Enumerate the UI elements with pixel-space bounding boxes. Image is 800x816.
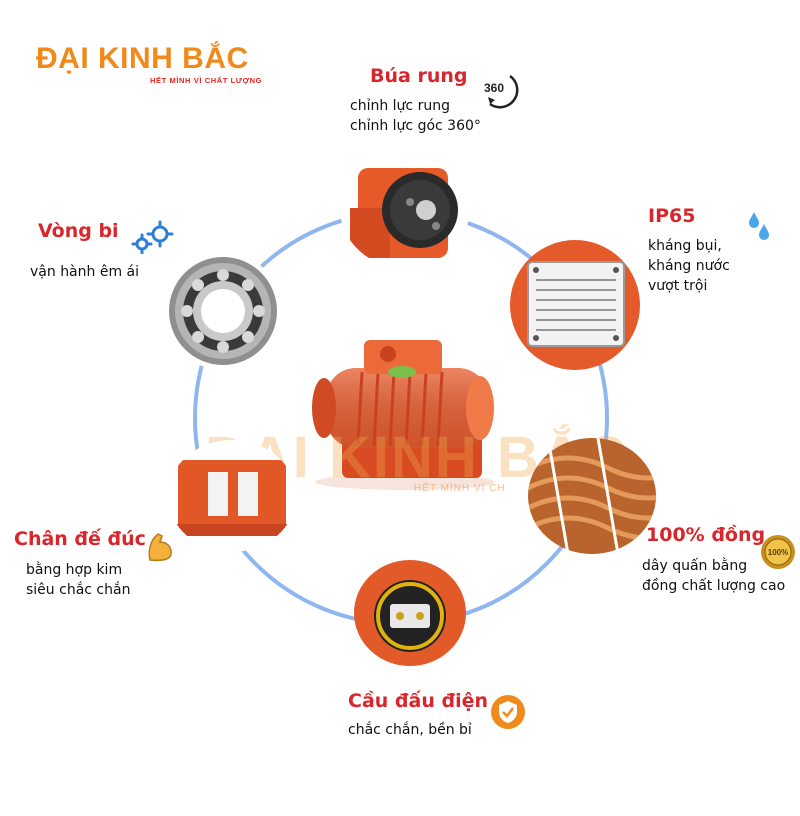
nameplate-image — [510, 240, 640, 370]
feature-desc-dong-2: đồng chất lượng cao — [642, 578, 786, 594]
feature-title-bua-rung: Búa rung — [370, 65, 468, 87]
feature-desc-vong-bi-1: vận hành êm ái — [30, 264, 140, 280]
watermark-slogan: HẾT MÌNH VÌ CH — [414, 483, 506, 494]
water-drop-icon — [749, 212, 769, 240]
feature-desc-chan-de-2: siêu chắc chắn — [26, 582, 131, 598]
rotate-360-label: 360 — [484, 81, 504, 95]
cast-base-image — [168, 440, 296, 552]
feature-title-cau-dau: Cầu đấu điện — [348, 690, 488, 712]
feature-desc-dong-1: dây quấn bằng — [642, 558, 748, 574]
brand-slogan: HẾT MÌNH VÌ CHẤT LƯỢNG — [150, 76, 263, 85]
feature-desc-ip65-2: kháng nước — [648, 258, 730, 274]
brand-logo: ĐẠI KINH BẮC — [36, 42, 249, 75]
quality-seal-icon: 100% — [761, 535, 795, 569]
feature-title-dong: 100% đồng — [646, 524, 766, 546]
eccentric-weight-image — [340, 148, 470, 268]
feature-desc-cau-dau-1: chắc chắn, bền bỉ — [348, 722, 472, 738]
feature-desc-bua-rung-2: chỉnh lực góc 360° — [350, 118, 481, 134]
shield-check-icon — [491, 695, 525, 729]
feature-desc-ip65-3: vượt trội — [648, 278, 708, 294]
feature-title-chan-de: Chân đế đúc — [14, 528, 146, 550]
feature-title-ip65: IP65 — [648, 205, 696, 227]
gears-icon — [131, 220, 174, 254]
central-motor-image — [312, 340, 495, 490]
quality-seal-label: 100% — [768, 548, 788, 557]
rotate-360-icon: 360 — [484, 74, 519, 109]
flexed-arm-icon — [148, 533, 172, 562]
feature-desc-ip65-1: kháng bụi, — [648, 238, 722, 254]
terminal-box-image — [354, 560, 466, 666]
feature-title-vong-bi: Vòng bi — [38, 220, 119, 242]
copper-winding-image — [528, 438, 656, 554]
bearing-image — [164, 252, 282, 370]
feature-desc-chan-de-1: bằng hợp kim — [26, 562, 123, 578]
feature-desc-bua-rung-1: chỉnh lực rung — [350, 98, 450, 114]
